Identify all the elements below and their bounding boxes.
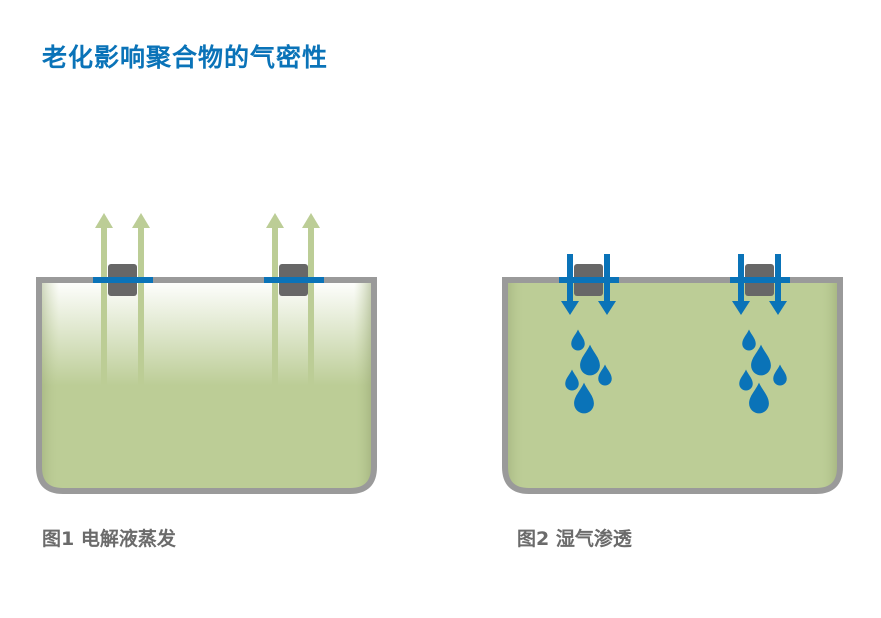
container-1-wall — [36, 277, 377, 494]
container-1-edge-shade — [39, 280, 374, 491]
permeation-arrows — [559, 254, 790, 315]
figure-1-electrolyte-evaporation — [36, 213, 377, 494]
page-title: 老化影响聚合物的气密性 — [42, 43, 329, 72]
seal-1 — [93, 277, 153, 283]
figure-2-caption: 图2 湿气渗透 — [517, 528, 632, 550]
container-2-wall — [502, 277, 843, 494]
figure-1-caption: 图1 电解液蒸发 — [42, 528, 176, 550]
seal-2 — [264, 277, 324, 283]
figure-2-moisture-permeation — [502, 254, 843, 494]
